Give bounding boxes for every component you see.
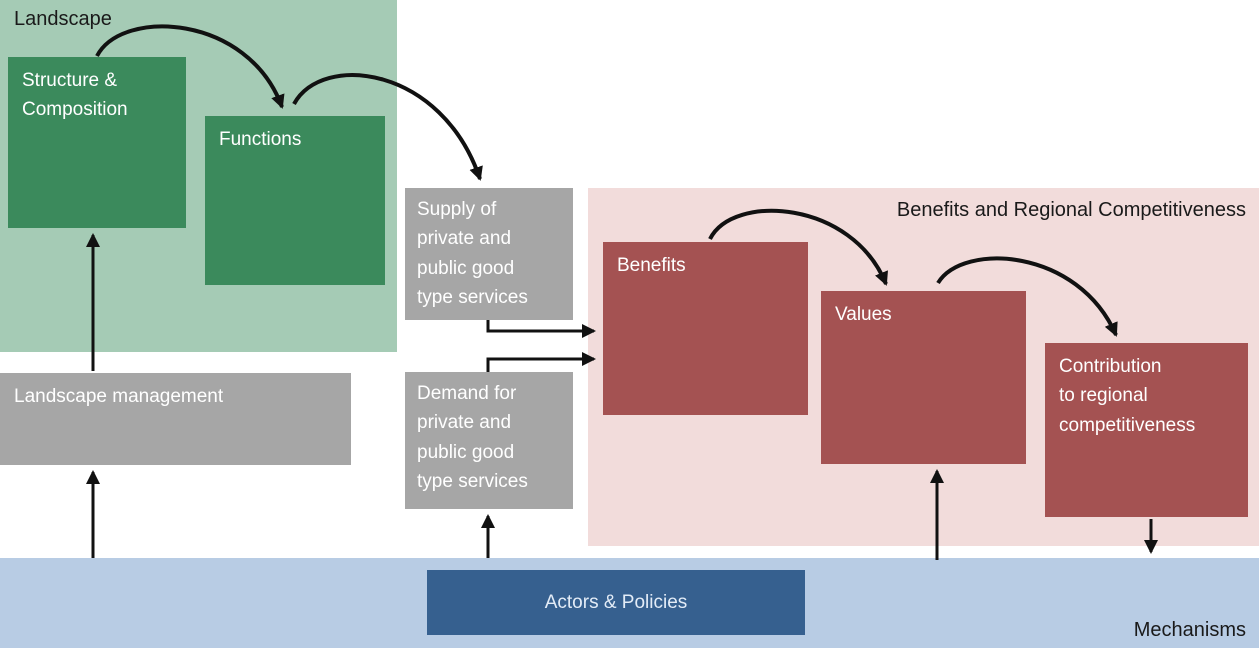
demand-services-label: Demand for private and public good type … [417, 383, 528, 493]
arrow-supply-to-benefits [486, 320, 596, 338]
landscape-management-box: Landscape management [0, 373, 351, 465]
supply-services-label: Supply of private and public good type s… [417, 199, 528, 309]
landscape-region-label: Landscape [14, 8, 112, 30]
structure-composition-box: Structure & Composition [8, 57, 186, 228]
functions-label: Functions [219, 129, 302, 150]
functions-box: Functions [205, 116, 385, 285]
landscape-management-label: Landscape management [14, 386, 224, 407]
benefits-box: Benefits [603, 242, 808, 415]
demand-services-box: Demand for private and public good type … [405, 372, 573, 509]
contribution-competitiveness-box: Contribution to regional competitiveness [1045, 343, 1248, 517]
actors-policies-label: Actors & Policies [544, 591, 688, 613]
contribution-competitiveness-label: Contribution to regional competitiveness [1059, 356, 1196, 436]
mechanisms-band-label: Mechanisms [1133, 619, 1246, 641]
benefits-competitiveness-region-label: Benefits and Regional Competitiveness [896, 199, 1246, 221]
actors-policies-box: Actors & Policies [427, 570, 805, 635]
values-box: Values [821, 291, 1026, 464]
values-label: Values [835, 304, 892, 325]
benefits-label: Benefits [617, 255, 686, 276]
arrow-demand-to-benefits [486, 352, 596, 372]
supply-services-box: Supply of private and public good type s… [405, 188, 573, 320]
structure-composition-label: Structure & Composition [22, 70, 128, 121]
